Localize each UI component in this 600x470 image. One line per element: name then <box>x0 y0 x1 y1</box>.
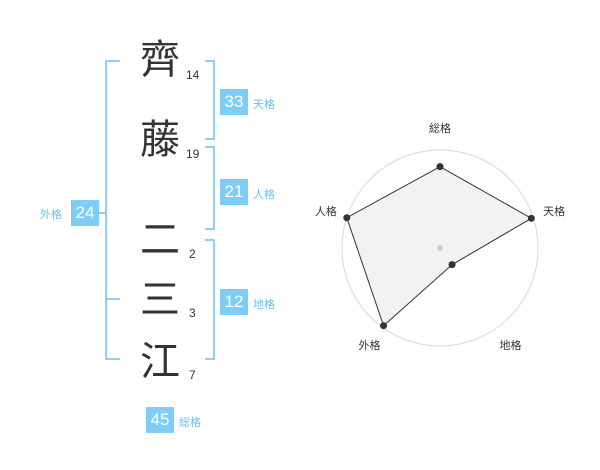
chikaku-score: 12 <box>220 289 248 315</box>
stroke-count-4: 3 <box>189 306 196 320</box>
stroke-count-2: 19 <box>186 147 200 161</box>
name-char-2: 藤 <box>140 117 180 163</box>
name-char-5: 江 <box>140 339 180 385</box>
soukaku-score: 45 <box>146 407 174 433</box>
radar-center <box>437 245 443 251</box>
radar-point <box>343 214 351 222</box>
name-char-1: 齊 <box>140 37 180 83</box>
stroke-count-3: 2 <box>189 247 196 261</box>
stroke-count-1: 14 <box>186 68 200 82</box>
radar-point <box>527 214 535 222</box>
jinkaku-score: 21 <box>220 179 248 205</box>
jinkaku-label: 人格 <box>253 188 275 201</box>
tenkaku-label: 天格 <box>253 98 275 111</box>
chikaku-label: 地格 <box>253 298 275 311</box>
stroke-count-5: 7 <box>189 368 196 382</box>
tenkaku-score: 33 <box>220 89 248 115</box>
radar-axis-label: 天格 <box>543 204 566 218</box>
radar-axis-label: 総格 <box>429 122 451 135</box>
gaikaku-label: 外格 <box>40 208 62 221</box>
soukaku-label: 総格 <box>179 416 201 429</box>
gaikaku-score: 24 <box>71 200 99 226</box>
radar-point <box>380 322 388 330</box>
radar-axis-label: 外格 <box>358 339 381 353</box>
radar-axis-label: 地格 <box>499 339 522 353</box>
name-char-3: 二 <box>140 217 180 263</box>
name-char-4: 三 <box>140 277 180 323</box>
radar-point <box>436 163 444 171</box>
radar-point <box>448 261 456 269</box>
radar-axis-label: 人格 <box>314 204 337 218</box>
